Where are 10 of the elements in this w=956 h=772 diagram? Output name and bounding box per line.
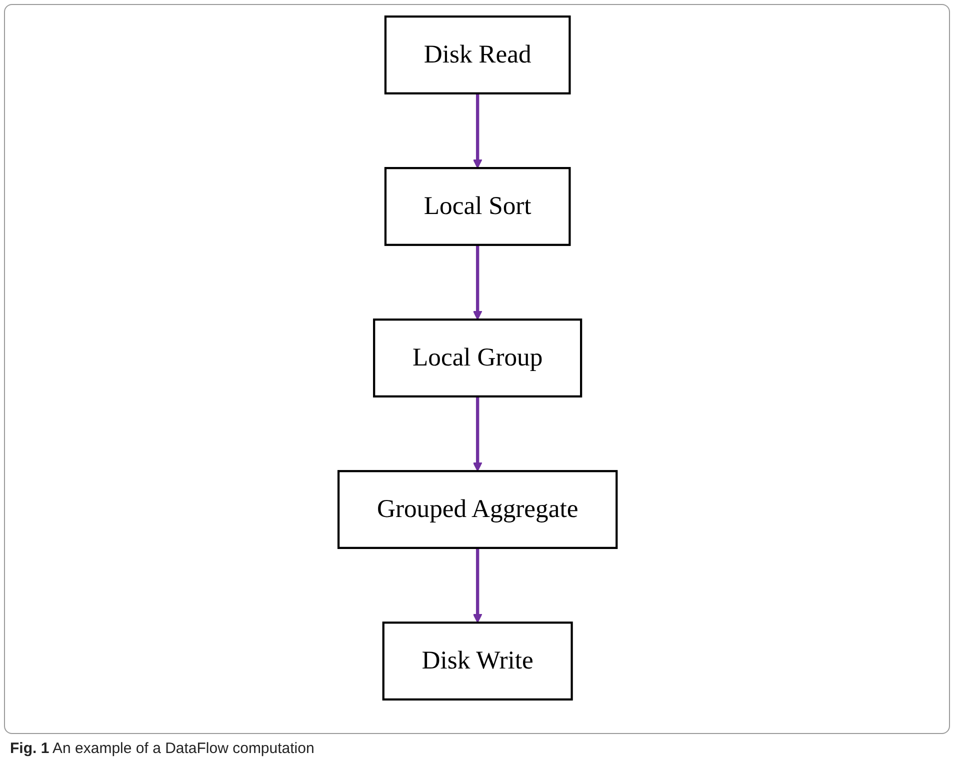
node-box: Disk Read — [384, 15, 572, 94]
figure-caption: Fig. 1 An example of a DataFlow computation — [10, 740, 314, 757]
arrow — [473, 244, 483, 320]
arrow — [473, 548, 483, 624]
node-box: Local Group — [373, 318, 583, 398]
node-box: Local Sort — [384, 167, 572, 246]
arrow — [473, 396, 483, 472]
node-box: Grouped Aggregate — [338, 470, 618, 549]
arrow — [473, 93, 483, 168]
node-box: Disk Write — [382, 622, 574, 701]
